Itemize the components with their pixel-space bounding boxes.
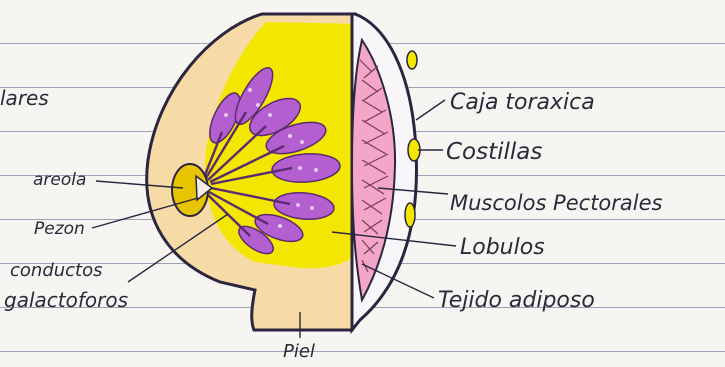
label-conductos: conductos bbox=[10, 262, 103, 280]
label-tejido-adiposo: Tejido adiposo bbox=[438, 290, 595, 312]
label-costillas: Costillas bbox=[446, 141, 542, 164]
label-galactoforos: galactoforos bbox=[4, 290, 128, 310]
label-piel: Piel bbox=[283, 343, 315, 361]
label-lobulos: Lobulos bbox=[460, 237, 545, 259]
label-pezon: Pezon bbox=[34, 221, 85, 238]
label-caja-toracica: Caja toraxica bbox=[450, 92, 595, 114]
label-glandulares: lares bbox=[0, 88, 49, 108]
label-areola: areola bbox=[33, 172, 86, 189]
label-musculos-pectorales: Muscolos Pectorales bbox=[450, 193, 662, 214]
